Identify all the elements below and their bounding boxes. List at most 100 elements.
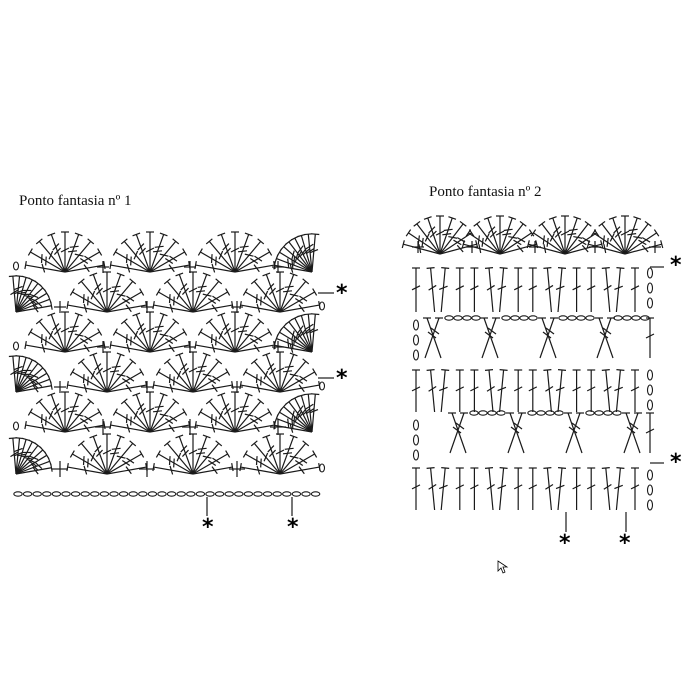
stitch-line xyxy=(176,290,182,300)
chain-oval xyxy=(622,315,632,321)
chart2-title: Ponto fantasia nº 2 xyxy=(429,184,542,200)
stitch-line xyxy=(195,264,236,273)
stitch-line xyxy=(130,256,132,266)
stitch-line xyxy=(155,288,161,296)
stitch-line xyxy=(541,317,557,359)
stitch-line xyxy=(507,412,523,454)
stitch-line xyxy=(499,232,532,255)
stitch-line xyxy=(24,421,27,430)
stitch-line xyxy=(297,245,304,254)
stitch-line xyxy=(555,285,565,290)
crossed-double-crochet xyxy=(622,412,642,454)
chain-oval xyxy=(282,491,292,497)
stitch-line xyxy=(239,301,242,310)
stitch-line xyxy=(38,320,66,353)
stitch-line xyxy=(571,422,581,430)
stitch-line xyxy=(234,411,270,433)
stitch-line xyxy=(616,467,625,469)
repeat-marker-asterisk: * xyxy=(670,253,682,278)
stitch-line xyxy=(284,285,294,288)
stitch-line xyxy=(192,304,233,313)
stitch-line xyxy=(439,232,472,255)
stitch-line xyxy=(211,423,216,433)
stitch-line xyxy=(267,445,275,453)
stitch-line xyxy=(149,240,177,273)
stitch-line xyxy=(67,466,108,475)
stitch-line xyxy=(30,381,39,389)
stitch-line xyxy=(440,467,446,511)
stitch-line xyxy=(602,327,612,335)
stitch-line xyxy=(405,229,412,237)
stitch-line xyxy=(253,442,281,475)
stitch-line xyxy=(109,261,112,270)
stitch-line xyxy=(60,327,70,333)
stitch-line xyxy=(257,398,265,405)
stitch-line xyxy=(279,371,315,393)
stitch-line xyxy=(69,405,79,408)
repeat-marker-asterisk: * xyxy=(336,281,348,306)
shell-fan xyxy=(273,393,320,433)
chain-oval xyxy=(478,410,488,416)
stitch-line xyxy=(149,344,190,353)
stitch-line xyxy=(253,264,260,273)
stitch-line xyxy=(153,384,194,393)
stitch-line xyxy=(87,458,89,468)
stitch-line xyxy=(424,233,430,242)
stitch-line xyxy=(614,230,622,238)
stitch-line xyxy=(239,405,249,408)
stitch-line xyxy=(77,358,85,365)
stitch-line xyxy=(13,365,23,371)
stitch-line xyxy=(234,400,262,433)
stitch-line xyxy=(125,254,128,264)
stitch-line xyxy=(231,381,234,390)
stitch-line xyxy=(455,484,465,490)
stitch-line xyxy=(499,267,508,269)
stitch-line xyxy=(605,267,611,313)
chain-oval xyxy=(585,410,595,416)
stitch-line xyxy=(256,465,261,475)
chain-oval xyxy=(487,410,497,416)
stitch-line xyxy=(528,285,538,291)
stitch-line xyxy=(205,318,213,325)
stitch-line xyxy=(630,484,640,490)
stitch-line xyxy=(601,467,610,469)
chain-oval xyxy=(646,469,654,481)
stitch-line xyxy=(15,467,52,475)
stitch-line xyxy=(297,313,306,318)
shell-fan xyxy=(239,271,321,313)
stitch-line xyxy=(275,367,285,373)
stitch-line xyxy=(64,320,92,353)
stitch-line xyxy=(197,248,203,256)
stitch-line xyxy=(74,253,84,257)
chain-oval xyxy=(80,491,90,497)
stitch-line xyxy=(290,235,299,241)
stitch-line xyxy=(79,258,89,264)
stitch-line xyxy=(302,328,310,336)
stitch-line xyxy=(218,330,224,340)
stitch-line xyxy=(40,254,43,264)
stitch-line xyxy=(27,328,33,336)
single-crochet-plus xyxy=(231,381,243,393)
stitch-line xyxy=(129,278,137,285)
stitch-line xyxy=(240,384,281,393)
double-crochet-row xyxy=(411,467,640,511)
chain-oval xyxy=(558,315,568,321)
stitch-line xyxy=(145,327,155,333)
stitch-line xyxy=(111,285,121,288)
chain-oval xyxy=(138,491,148,497)
stitch-line xyxy=(168,424,175,433)
stitch-line xyxy=(207,460,217,466)
stitch-line xyxy=(289,455,299,459)
stitch-line xyxy=(513,386,523,392)
stitch-line xyxy=(586,484,596,490)
stitch-line xyxy=(600,240,604,249)
stitch-line xyxy=(149,411,185,433)
stitch-line xyxy=(430,467,436,511)
stitch-line xyxy=(200,331,236,353)
stitch-line xyxy=(497,484,507,490)
stitch-line xyxy=(463,243,501,255)
stitch-line xyxy=(568,426,578,434)
stitch-line xyxy=(305,408,315,415)
stitch-line xyxy=(103,341,106,350)
stitch-line xyxy=(69,288,75,296)
